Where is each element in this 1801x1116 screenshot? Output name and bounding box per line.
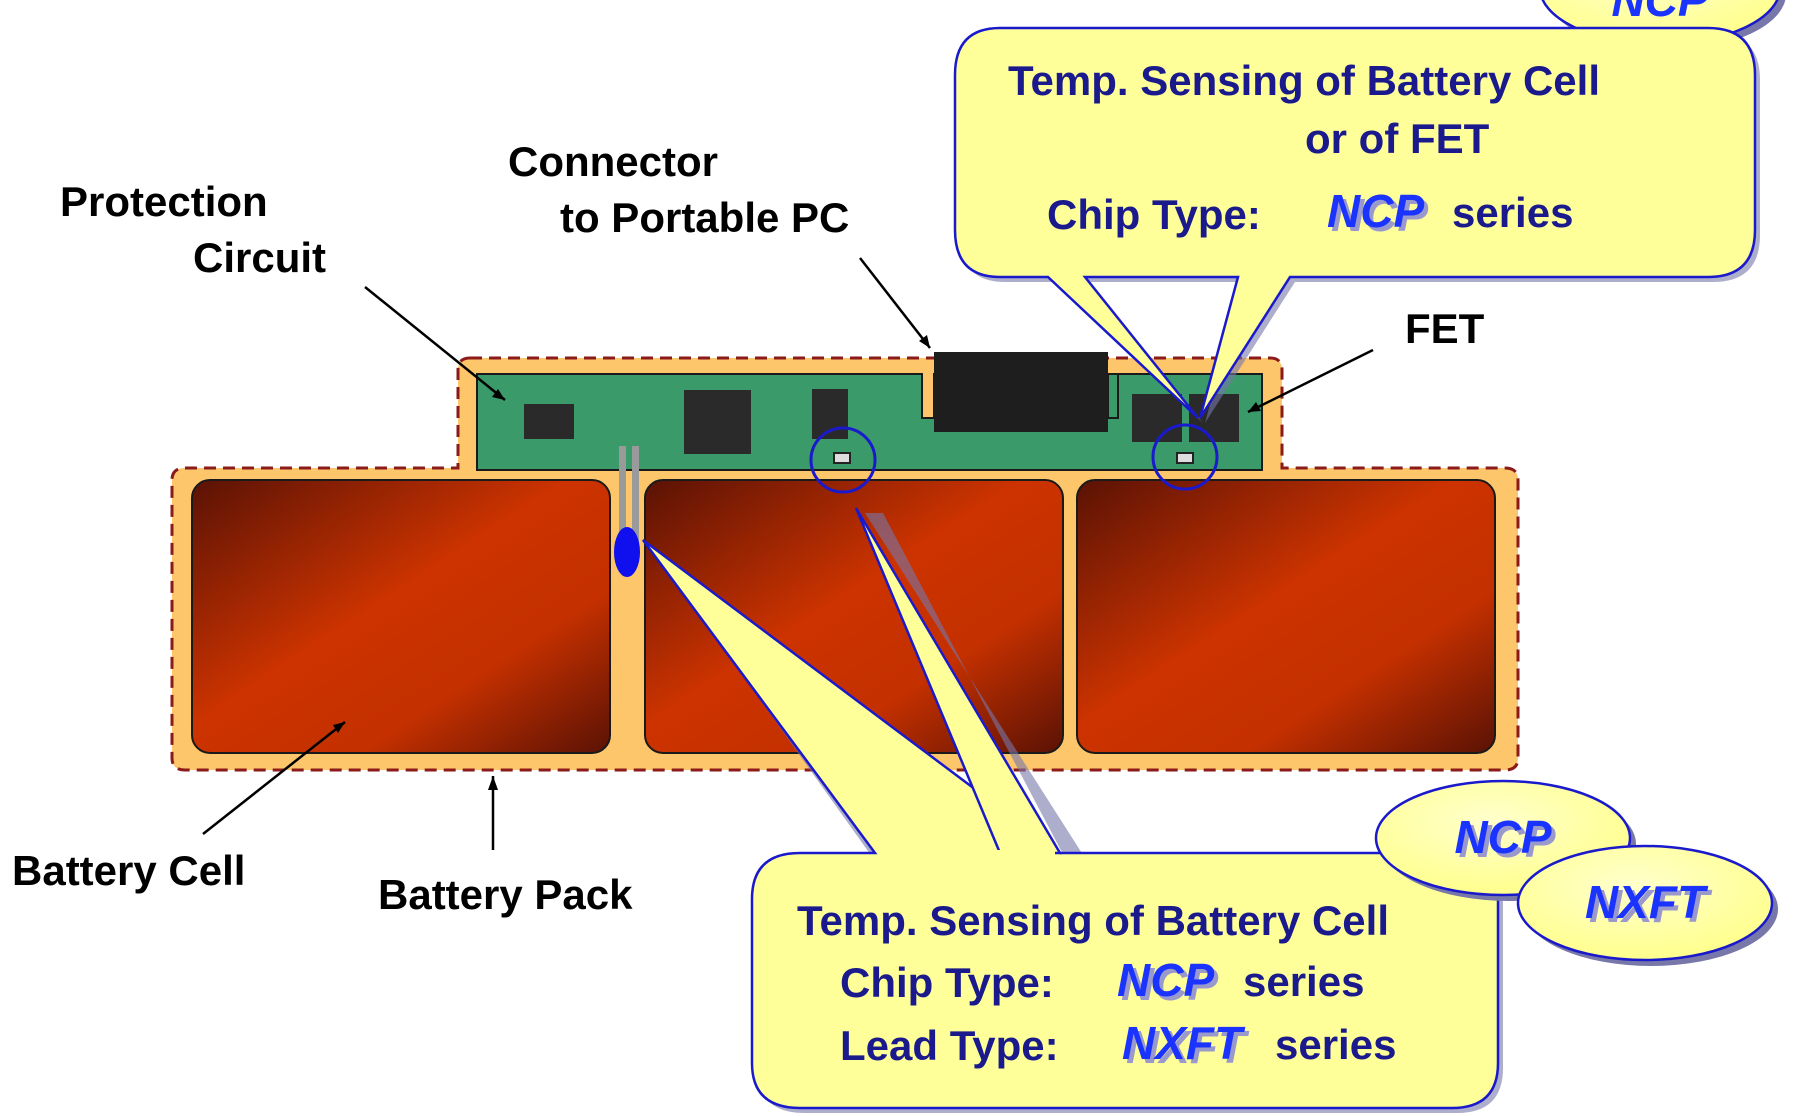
small-component-1 — [833, 452, 851, 464]
badge-nxft-text: NXFT — [1585, 876, 1709, 928]
connector — [934, 352, 1108, 432]
callout-cell-sensing: Temp. Sensing of Battery Cell Chip Type:… — [641, 507, 1503, 1113]
top-callout-chip-prefix: Chip Type: — [1047, 191, 1261, 238]
label-protection-circuit-1: Protection — [60, 178, 268, 225]
battery-cell-1 — [191, 479, 611, 754]
callout-fet-sensing: Temp. Sensing of Battery Cell or of FET … — [953, 26, 1760, 423]
battery-cell-3 — [1076, 479, 1496, 754]
pcb-chip-small — [524, 404, 574, 439]
thermistor-lead-right — [632, 446, 639, 546]
bottom-callout-chip-suffix: series — [1243, 958, 1364, 1005]
bottom-callout-lead-name: NXFT — [1122, 1017, 1246, 1069]
bottom-callout-chip-shadow: NCP — [1121, 958, 1218, 1010]
label-battery-pack: Battery Pack — [378, 871, 633, 918]
badge-ncp: NCP NCP — [1374, 779, 1636, 901]
thermistor-nxft — [614, 527, 640, 577]
thermistor-lead-left — [619, 446, 626, 546]
sensor-highlight-fet — [1151, 423, 1219, 491]
badge-ncp-text: NCP — [1454, 811, 1551, 863]
bottom-callout-lead-shadow: NXFT — [1126, 1021, 1250, 1073]
badge-nxft: NXFT NXFT — [1516, 844, 1778, 966]
label-protection-circuit-2: Circuit — [193, 234, 326, 281]
small-component-2 — [1176, 452, 1194, 464]
badge-nxft-shadow: NXFT — [1589, 880, 1713, 932]
bottom-callout-line1: Temp. Sensing of Battery Cell — [797, 897, 1389, 944]
label-fet: FET — [1405, 305, 1485, 352]
label-connector-2: to Portable PC — [560, 194, 849, 241]
bottom-callout-chip-prefix: Chip Type: — [840, 959, 1054, 1006]
fet-chip-1 — [1132, 394, 1182, 442]
bottom-callout-lead-suffix: series — [1275, 1021, 1396, 1068]
badge-ncp-shadow: NCP — [1458, 815, 1555, 867]
top-callout-chip-shadow: NCP — [1331, 189, 1428, 241]
bottom-callout-lead-prefix: Lead Type: — [840, 1022, 1059, 1069]
label-battery-cell: Battery Cell — [12, 847, 245, 894]
top-callout-chip-name: NCP — [1327, 185, 1424, 237]
label-connector-1: Connector — [508, 138, 718, 185]
bottom-callout-chip-name: NCP — [1117, 954, 1214, 1006]
top-callout-line1: Temp. Sensing of Battery Cell — [1008, 57, 1600, 104]
top-callout-line2: or of FET — [1305, 115, 1490, 162]
top-callout-chip-suffix: series — [1452, 189, 1573, 236]
badge-ncp-top-text: NCP — [1611, 0, 1708, 26]
pcb-chip-large — [684, 390, 751, 454]
leader-lines — [202, 257, 1374, 850]
sensor-highlight-cell — [809, 426, 877, 494]
